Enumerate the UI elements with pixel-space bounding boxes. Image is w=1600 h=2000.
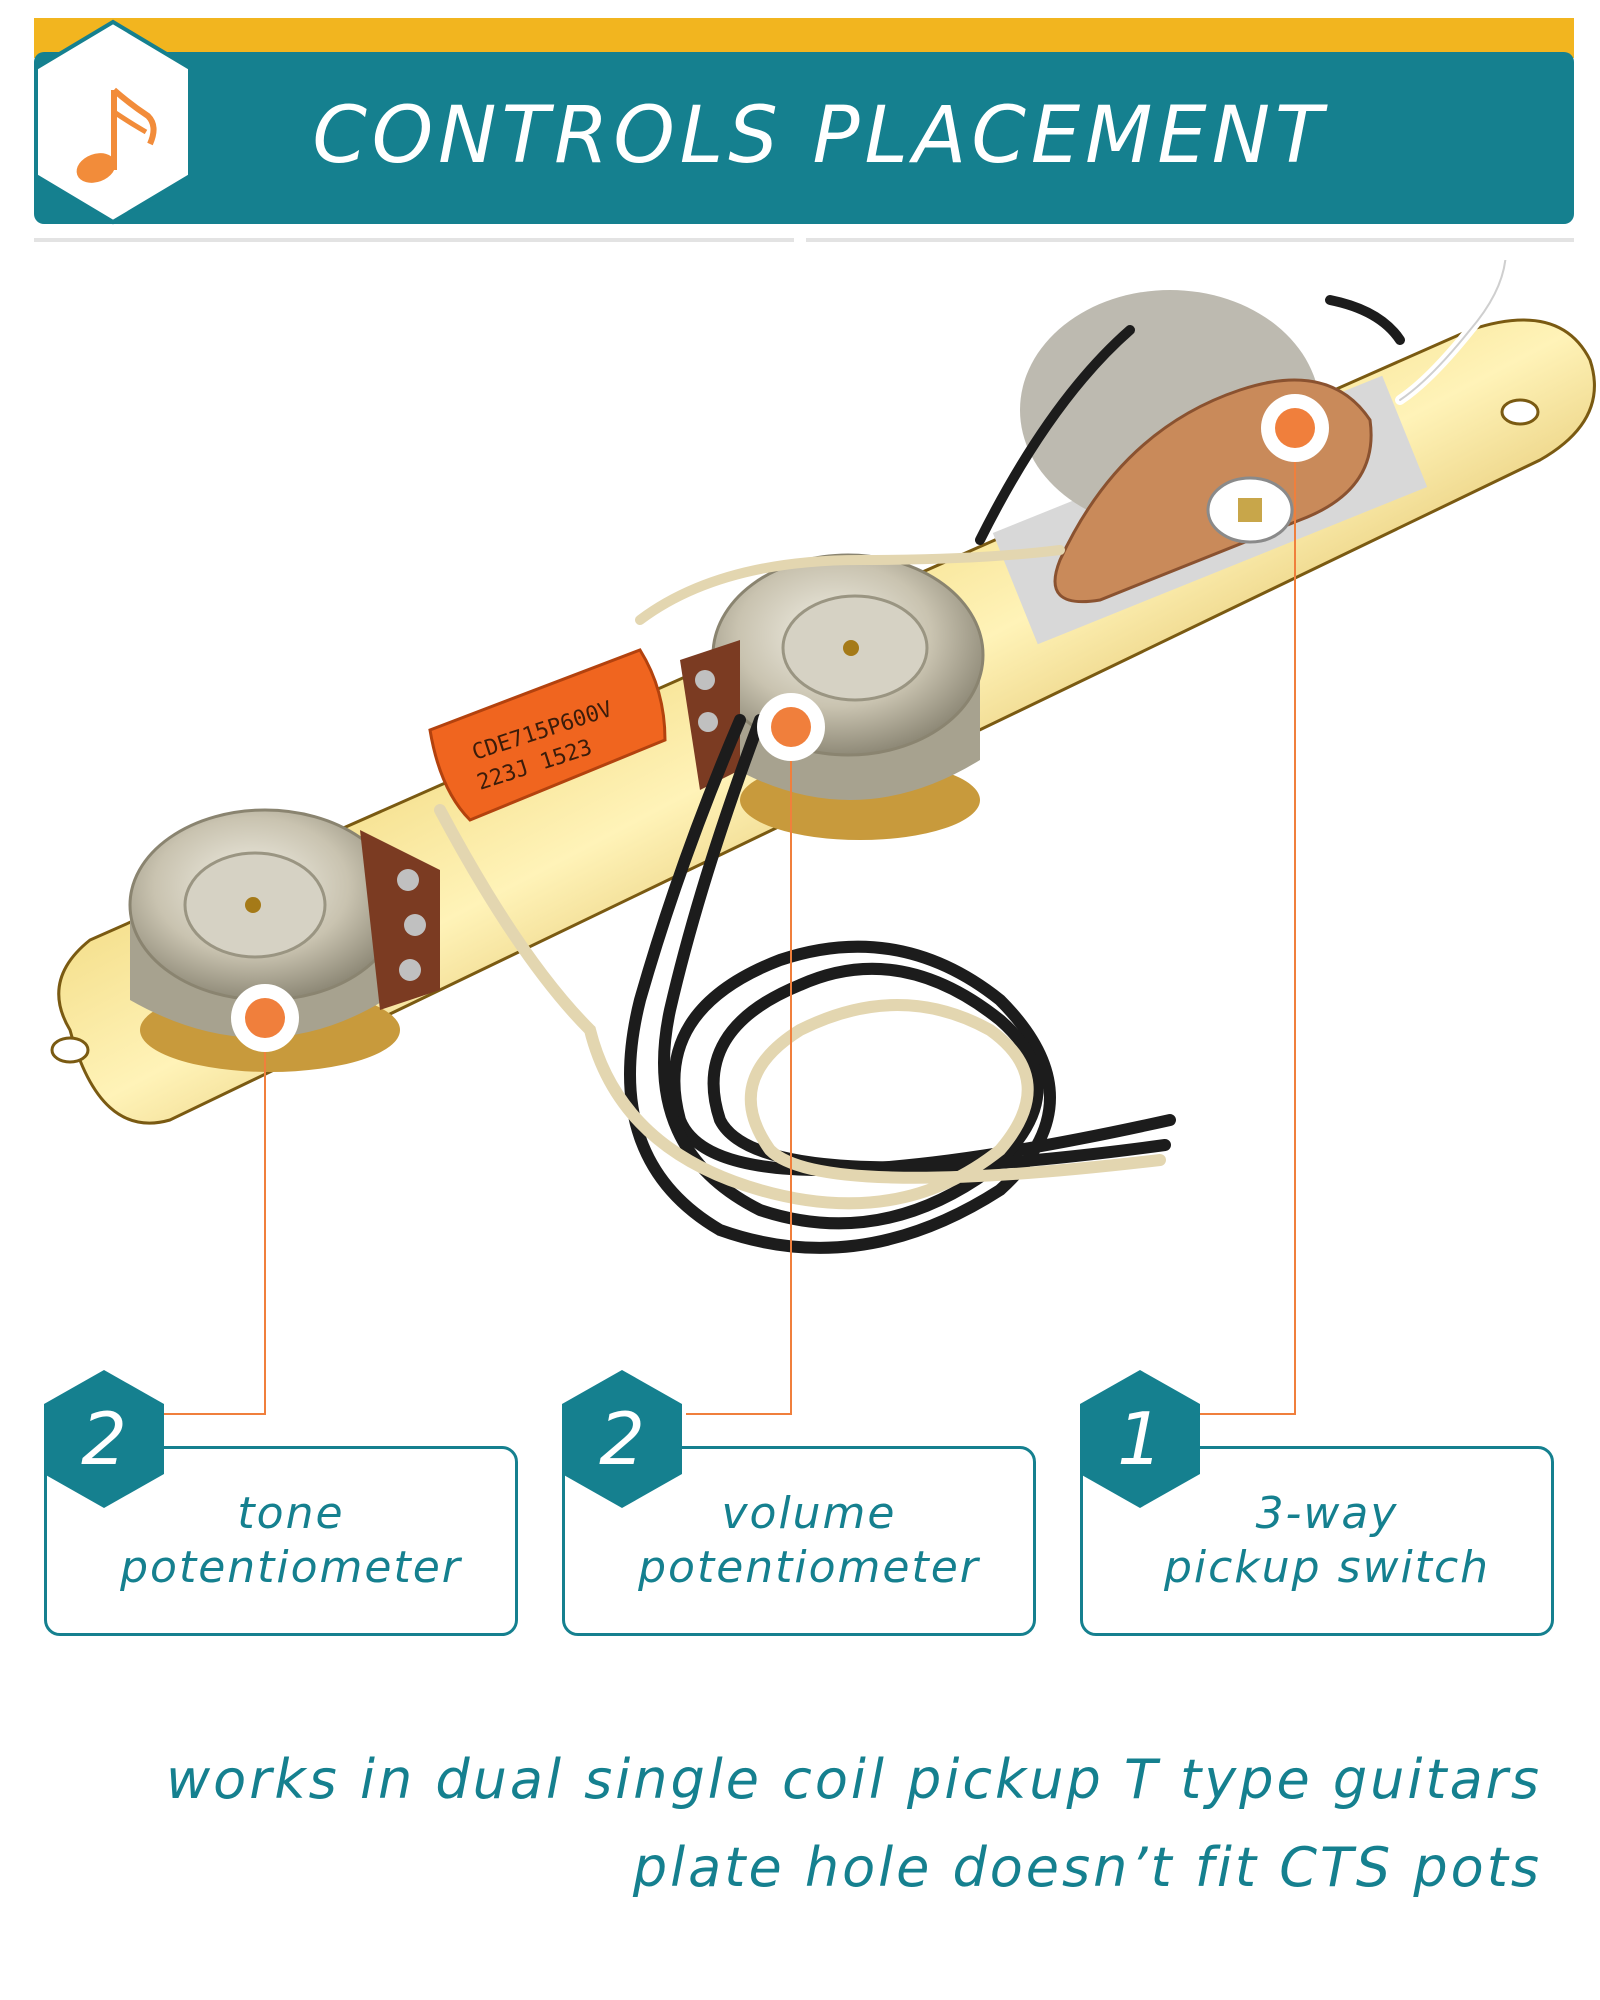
count-badge-volume: 2 (562, 1370, 682, 1508)
header-divider-right (806, 238, 1574, 242)
tone-pot (128, 808, 440, 1072)
page-title: CONTROLS PLACEMENT (312, 91, 1328, 181)
callout-card-tone: tone potentiometer (44, 1446, 518, 1636)
count-badge-switch: 1 (1080, 1370, 1200, 1508)
count-badge-tone: 2 (44, 1370, 164, 1508)
logo-badge (34, 19, 192, 225)
callout-title: 3-way (1255, 1488, 1399, 1539)
footer-note: works in dual single coil pickup T type … (165, 1748, 1542, 1811)
header-accent-strip (34, 18, 1574, 58)
mounting-hole (1500, 398, 1540, 426)
header-divider-left (34, 238, 794, 242)
callout-title: volume (721, 1488, 897, 1539)
callout-dot-tone (231, 984, 299, 1052)
callout-subtitle: potentiometer (638, 1542, 980, 1593)
footer-note: plate hole doesn’t fit CTS pots (632, 1836, 1542, 1899)
callout-subtitle: potentiometer (120, 1542, 462, 1593)
control-plate-photo: CDE715P600V 223J 1523 (50, 260, 1596, 1254)
callout-dot-switch (1261, 394, 1329, 462)
callout-dot-volume (757, 693, 825, 761)
mounting-hole (50, 1036, 90, 1064)
music-note-icon (76, 87, 157, 183)
callout-title: tone (237, 1488, 345, 1539)
header-bar (34, 52, 1574, 224)
orange-capacitor: CDE715P600V 223J 1523 (428, 648, 667, 822)
callout-subtitle: pickup switch (1163, 1542, 1491, 1593)
